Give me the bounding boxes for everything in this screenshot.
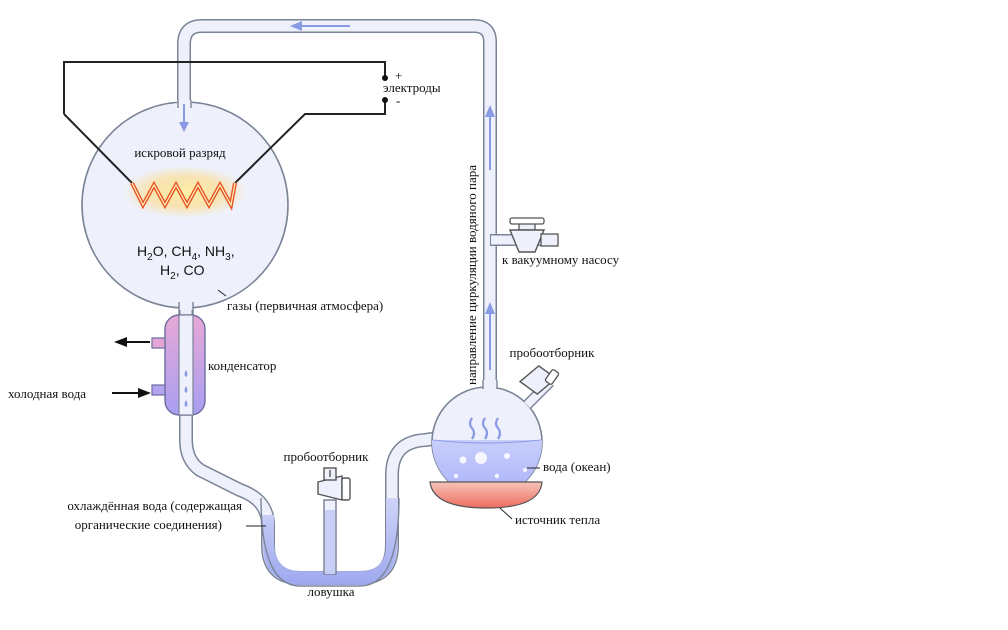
label-gases: газы (первичная атмосфера) — [227, 298, 383, 313]
label-cooled-water-2: органические соединения) — [75, 517, 222, 532]
label-sampler-flask: пробоотборник — [510, 345, 596, 360]
electrode-wires — [63, 61, 386, 184]
label-electrodes: электроды — [383, 80, 441, 95]
spark-glow — [123, 166, 247, 218]
label-spark: искровой разряд — [134, 145, 226, 160]
label-plus: + — [395, 68, 402, 83]
label-vacuum-pump: к вакуумному насосу — [502, 252, 620, 267]
cold-water-arrows — [112, 337, 151, 398]
label-cold-water: холодная вода — [8, 386, 86, 401]
flask-sampler — [518, 364, 560, 409]
leader-lines — [217, 289, 540, 527]
condenser — [151, 314, 206, 416]
label-water-ocean: вода (океан) — [543, 459, 611, 474]
label-trap: ловушка — [307, 584, 354, 599]
label-vapor-direction: направление циркуляции водяного пара — [464, 165, 479, 385]
label-heat-source: источник тепла — [515, 512, 600, 527]
gas-formula-line2: H2, CO — [160, 262, 205, 282]
label-condenser: конденсатор — [208, 358, 276, 373]
label-minus: - — [396, 93, 400, 108]
electrode-terminal-plus — [382, 75, 388, 81]
label-sampler-trap: пробоотборник — [284, 449, 370, 464]
label-cooled-water-1: охлаждённая вода (содержащая — [67, 498, 242, 513]
trap-sampler — [317, 467, 351, 575]
gas-formula-line1: H2O, CH4, NH3, — [137, 243, 235, 263]
heat-source — [429, 481, 543, 509]
flow-arrows — [179, 21, 495, 370]
electrode-terminal-minus — [382, 97, 388, 103]
vacuum-valve — [508, 217, 559, 253]
lower-tubes — [179, 300, 441, 585]
